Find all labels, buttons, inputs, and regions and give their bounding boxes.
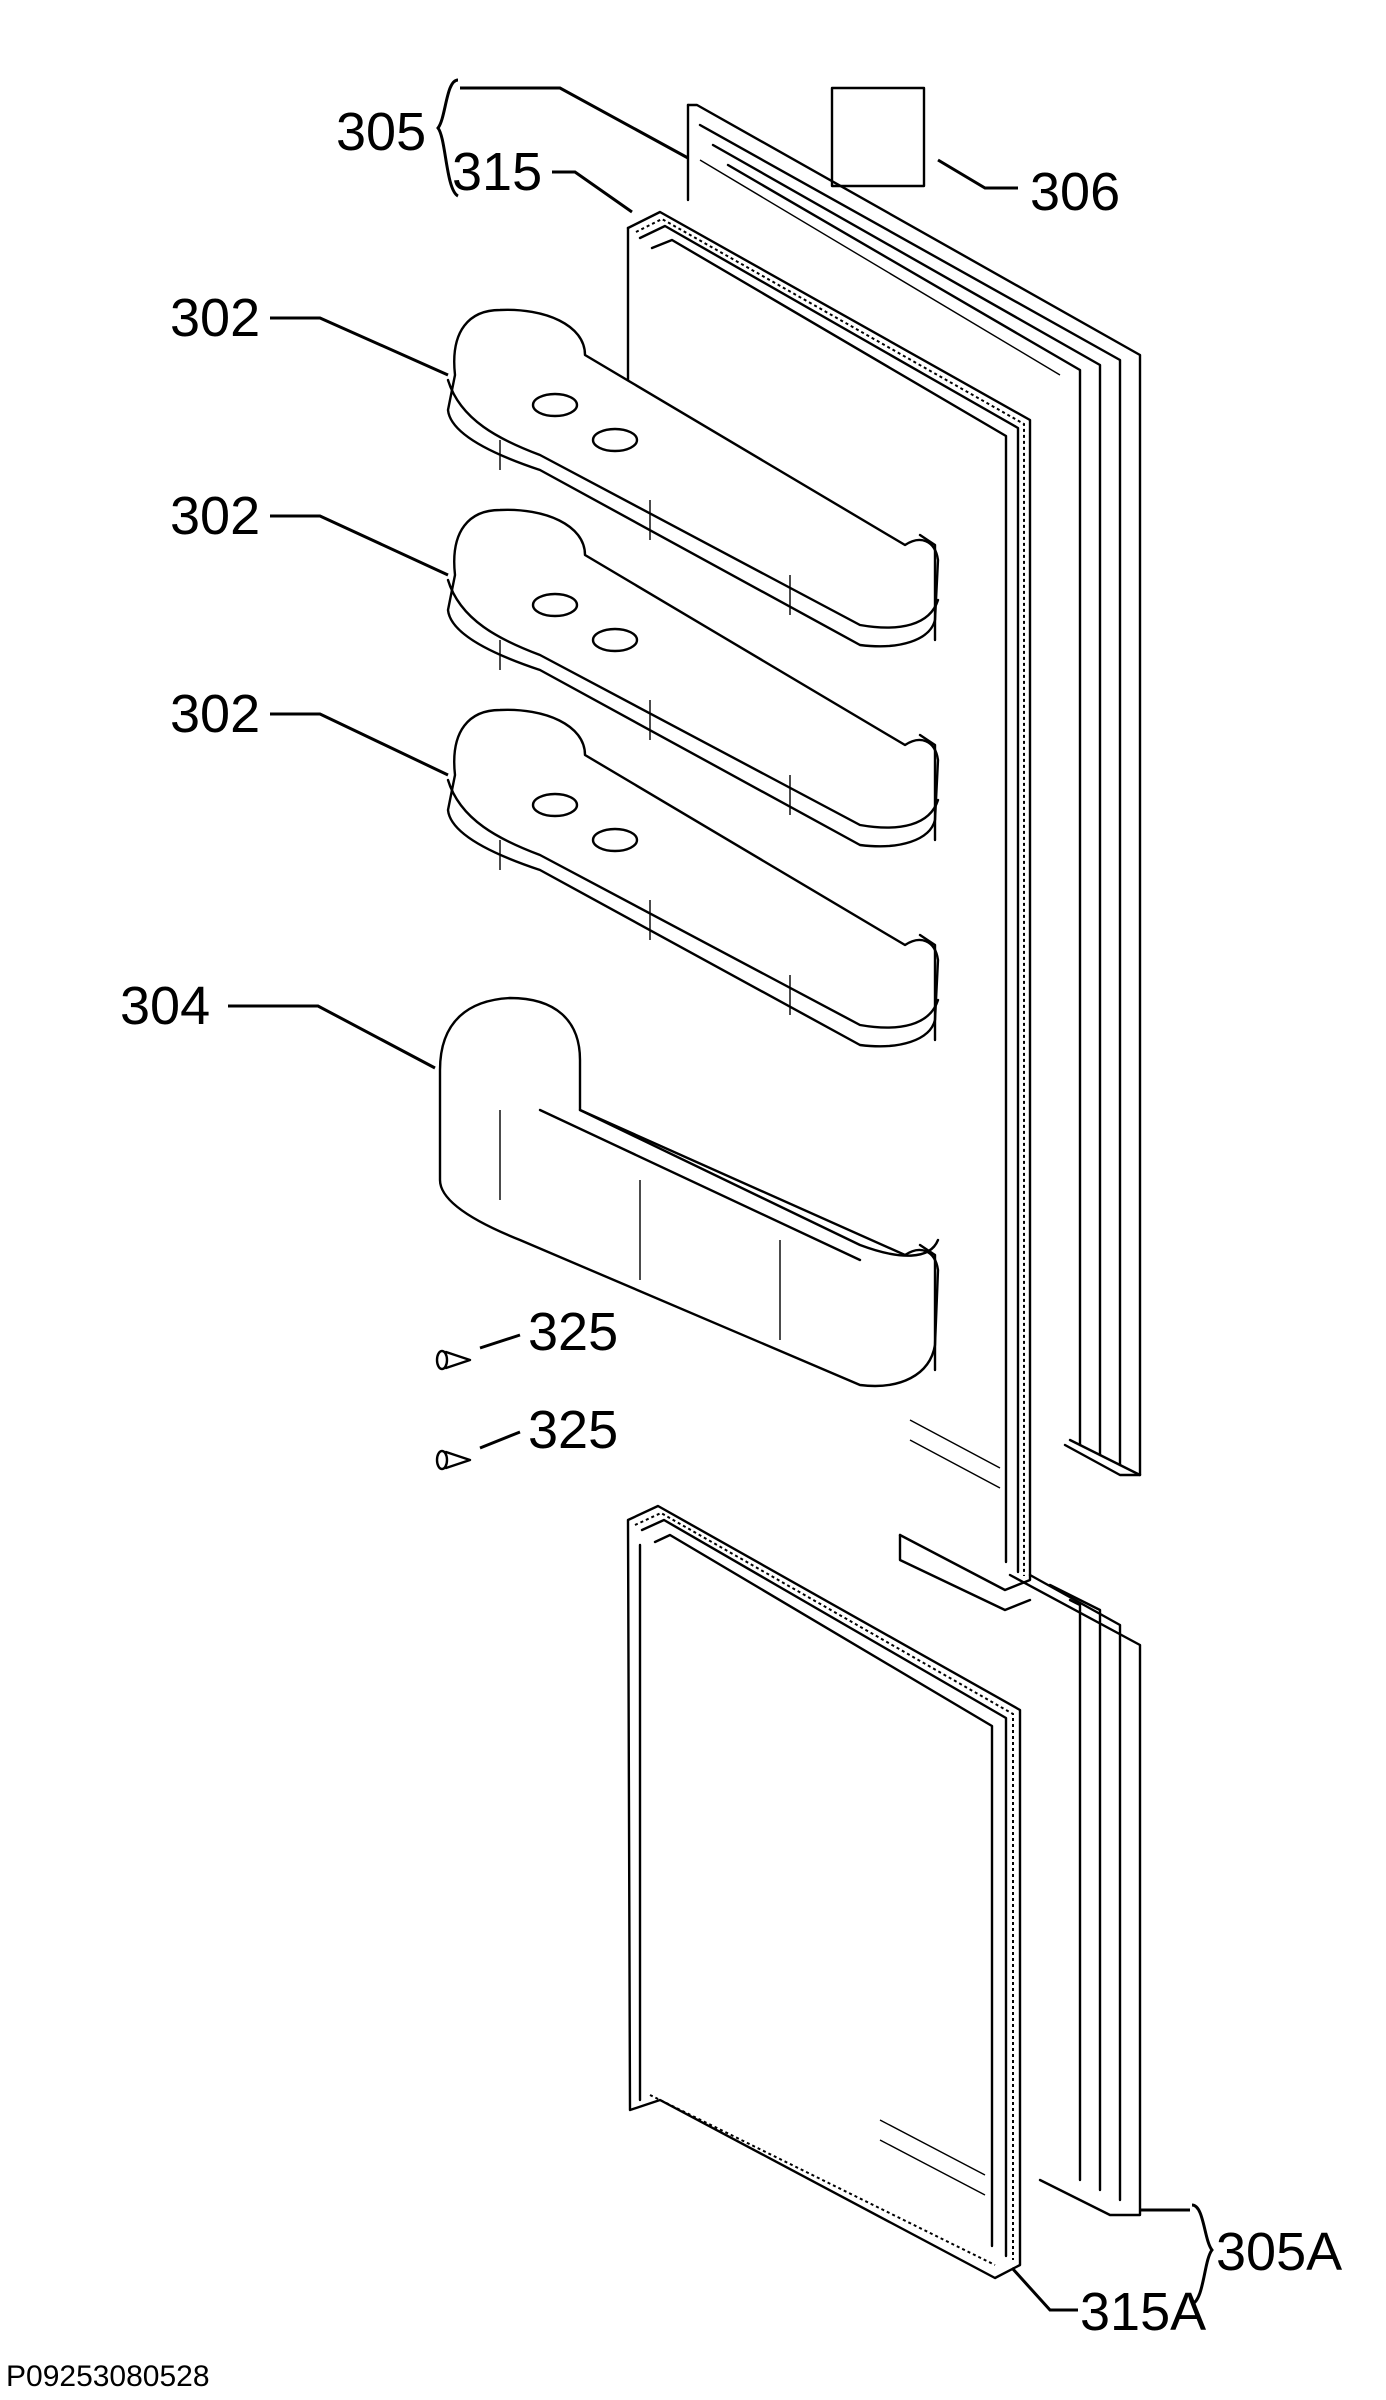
upper-door-panel [686,103,1142,1477]
lower-gasket [626,1504,1022,2280]
brace-305-315 [436,78,460,198]
lower-door-panel [1008,1573,1142,2217]
label-305: 305 [336,102,426,162]
rating-label-plate [830,86,926,188]
label-306: 306 [1030,162,1120,222]
label-304: 304 [120,976,210,1036]
leader-305 [460,86,689,160]
screw-2 [435,1449,472,1471]
label-325-screw-2: 325 [528,1400,618,1460]
label-302-shelf-3: 302 [170,684,260,744]
door-shelf-1 [446,308,940,648]
leader-315 [552,170,633,214]
leader-325-2 [479,1430,521,1450]
label-305A: 305A [1216,2222,1342,2282]
upper-gasket [626,210,1032,1612]
drawing-code: P09253080528 [6,2360,210,2393]
leader-306 [937,158,1018,190]
label-302-shelf-1: 302 [170,288,260,348]
leader-325-1 [479,1333,521,1350]
leader-304 [228,1004,436,1070]
leader-302-3 [270,712,449,777]
screw-1 [435,1349,472,1371]
brace-305A-315A [1191,2203,1214,2306]
label-302-shelf-2: 302 [170,486,260,546]
bottle-shelf [438,996,940,1388]
leader-302-1 [270,316,449,377]
leader-315A [1010,2266,1078,2312]
label-315: 315 [452,142,542,202]
leader-302-2 [270,514,449,577]
label-315A: 315A [1080,2282,1206,2342]
door-shelf-3 [446,708,940,1048]
label-325-screw-1: 325 [528,1302,618,1362]
door-shelf-2 [446,508,940,848]
